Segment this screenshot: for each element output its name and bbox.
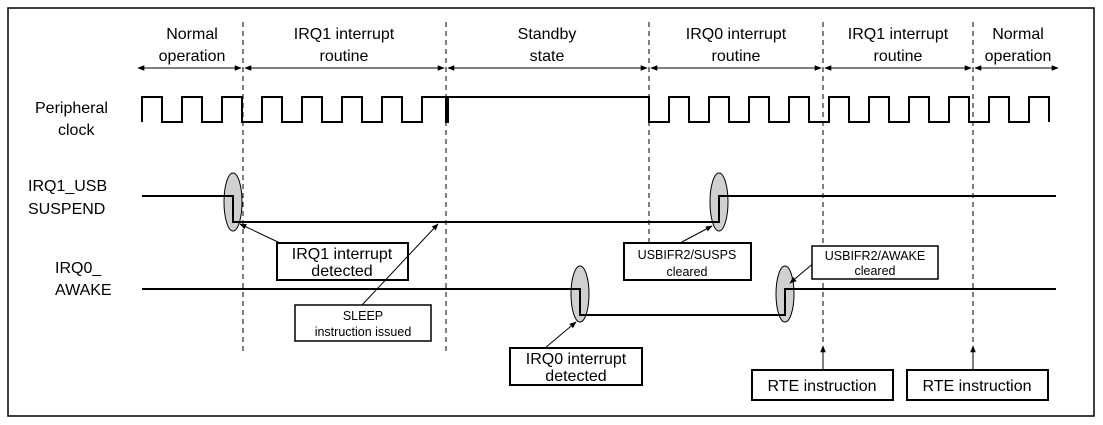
phase-5-label-line2: routine <box>874 48 923 65</box>
irq1-detected-line1: IRQ1 interrupt <box>292 246 393 263</box>
awake-arrow <box>789 261 816 284</box>
rte2-box <box>906 369 1049 401</box>
diagram-frame <box>7 7 1095 417</box>
susps-line2: cleared <box>667 265 708 279</box>
phase-5-label-line1: IRQ1 interrupt <box>848 26 949 43</box>
sleep-box <box>294 304 432 342</box>
awake-line1: USBIFR2/AWAKE <box>825 249 925 263</box>
rte1-box <box>751 369 894 401</box>
irq0-detected-arrow <box>544 321 577 349</box>
phase-3-label-line2: state <box>530 48 565 65</box>
phase-1-label-line1: Normal <box>166 26 218 43</box>
irq1-detected-box <box>276 242 409 281</box>
irq0-label-line2: AWAKE <box>55 282 112 299</box>
clock-label-line2: clock <box>58 122 95 139</box>
phase-3-label-line1: Standby <box>518 26 577 43</box>
irq1-waveform <box>142 195 1056 223</box>
phase-2-label-line1: IRQ1 interrupt <box>294 26 395 43</box>
susps-box <box>623 242 752 281</box>
phase-4-label-line2: routine <box>712 48 761 65</box>
irq1-label-line2: SUSPEND <box>28 201 105 218</box>
awake-line2: cleared <box>855 264 896 278</box>
clock-waveform <box>141 96 1050 123</box>
phase-2-label-line2: routine <box>320 48 369 65</box>
rte2-label: RTE instruction <box>922 378 1031 395</box>
irq1-detected-line2: detected <box>311 263 372 280</box>
sleep-line1: SLEEP <box>343 309 383 323</box>
irq0-waveform <box>142 288 1056 316</box>
phase-6-label-line1: Normal <box>992 26 1044 43</box>
irq0-detected-line2: detected <box>545 368 606 385</box>
sleep-line2: instruction issued <box>315 325 412 339</box>
clock-label-line1: Peripheral <box>35 100 108 117</box>
phase-6-label-line2: operation <box>985 48 1052 65</box>
irq1-detected-arrow <box>239 223 281 244</box>
irq0-detected-line1: IRQ0 interrupt <box>526 351 627 368</box>
irq1-label-line1: IRQ1_USB <box>28 178 107 195</box>
irq0-label-line1: IRQ0_ <box>55 260 102 277</box>
susps-arrow <box>679 225 713 244</box>
rte1-label: RTE instruction <box>767 378 876 395</box>
susps-line1: USBIFR2/SUSPS <box>638 248 737 262</box>
phase-4-label-line1: IRQ0 interrupt <box>686 26 787 43</box>
phase-1-label-line2: operation <box>159 48 226 65</box>
irq0-detected-box <box>509 347 643 386</box>
sleep-arrow <box>361 223 439 306</box>
awake-box <box>811 245 939 280</box>
